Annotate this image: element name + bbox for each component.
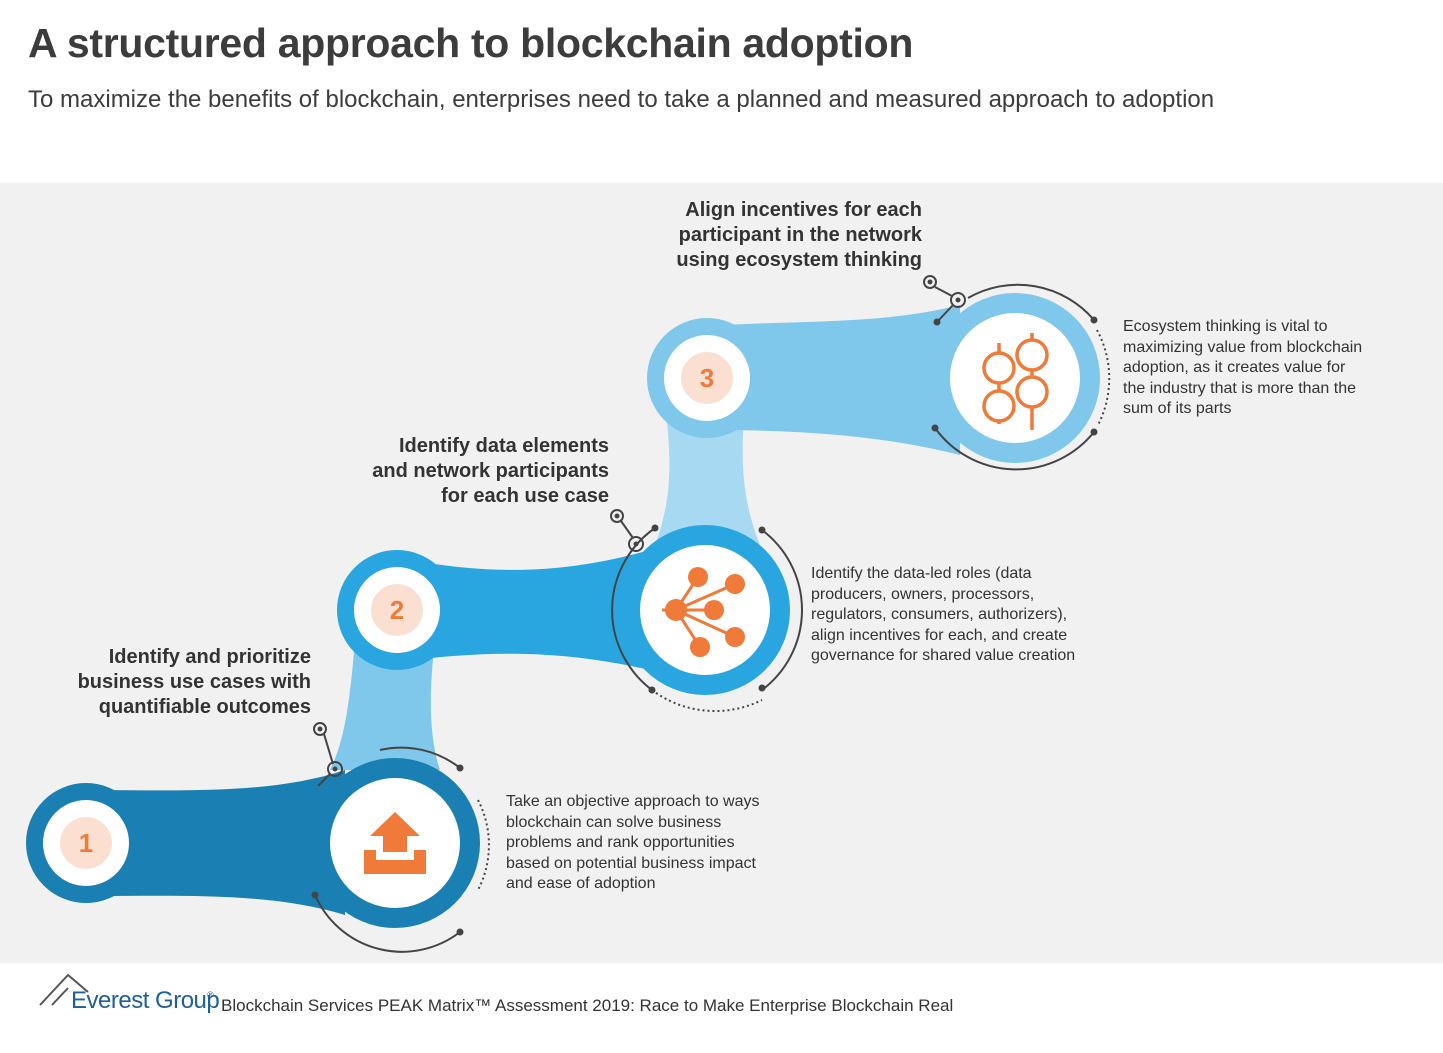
page-title: A structured approach to blockchain adop… bbox=[28, 20, 914, 66]
step-3-number: 3 bbox=[699, 363, 715, 393]
everest-group-logo: Everest Group bbox=[71, 987, 220, 1014]
step-1-shape bbox=[26, 758, 480, 928]
network-nodes-icon bbox=[662, 567, 745, 657]
step-1-number: 1 bbox=[78, 828, 94, 858]
step-1-heading: Identify and prioritize business use cas… bbox=[77, 646, 311, 718]
step-3-heading: Align incentives for each participant in… bbox=[676, 199, 922, 271]
page-subtitle: To maximize the benefits of blockchain, … bbox=[28, 86, 1215, 113]
step-2-pointer bbox=[610, 509, 644, 552]
step-2-description: Identify the data-led roles (data produc… bbox=[811, 565, 1076, 664]
step-1-description: Take an objective approach to ways block… bbox=[506, 793, 760, 892]
everest-logo-mark bbox=[39, 973, 89, 1006]
footer-source: Blockchain Services PEAK Matrix™ Assessm… bbox=[221, 996, 954, 1015]
connector-2-3 bbox=[655, 405, 760, 545]
upload-tray-icon bbox=[364, 812, 426, 874]
step-3-description: Ecosystem thinking is vital to maximizin… bbox=[1123, 318, 1363, 417]
registered-mark: ® bbox=[207, 990, 214, 1000]
connector-1-2 bbox=[330, 640, 440, 770]
step-1-arcs bbox=[311, 746, 490, 953]
step-2-shape bbox=[337, 525, 790, 695]
step-3-shape bbox=[647, 293, 1100, 463]
step-3-pointer bbox=[923, 275, 966, 323]
step-3-arcs bbox=[931, 283, 1111, 471]
step-2-number: 2 bbox=[389, 595, 405, 625]
step-1-pointer bbox=[313, 722, 343, 787]
ecosystem-circles-icon bbox=[982, 333, 1049, 430]
step-2-heading: Identify data elements and network parti… bbox=[372, 435, 609, 507]
